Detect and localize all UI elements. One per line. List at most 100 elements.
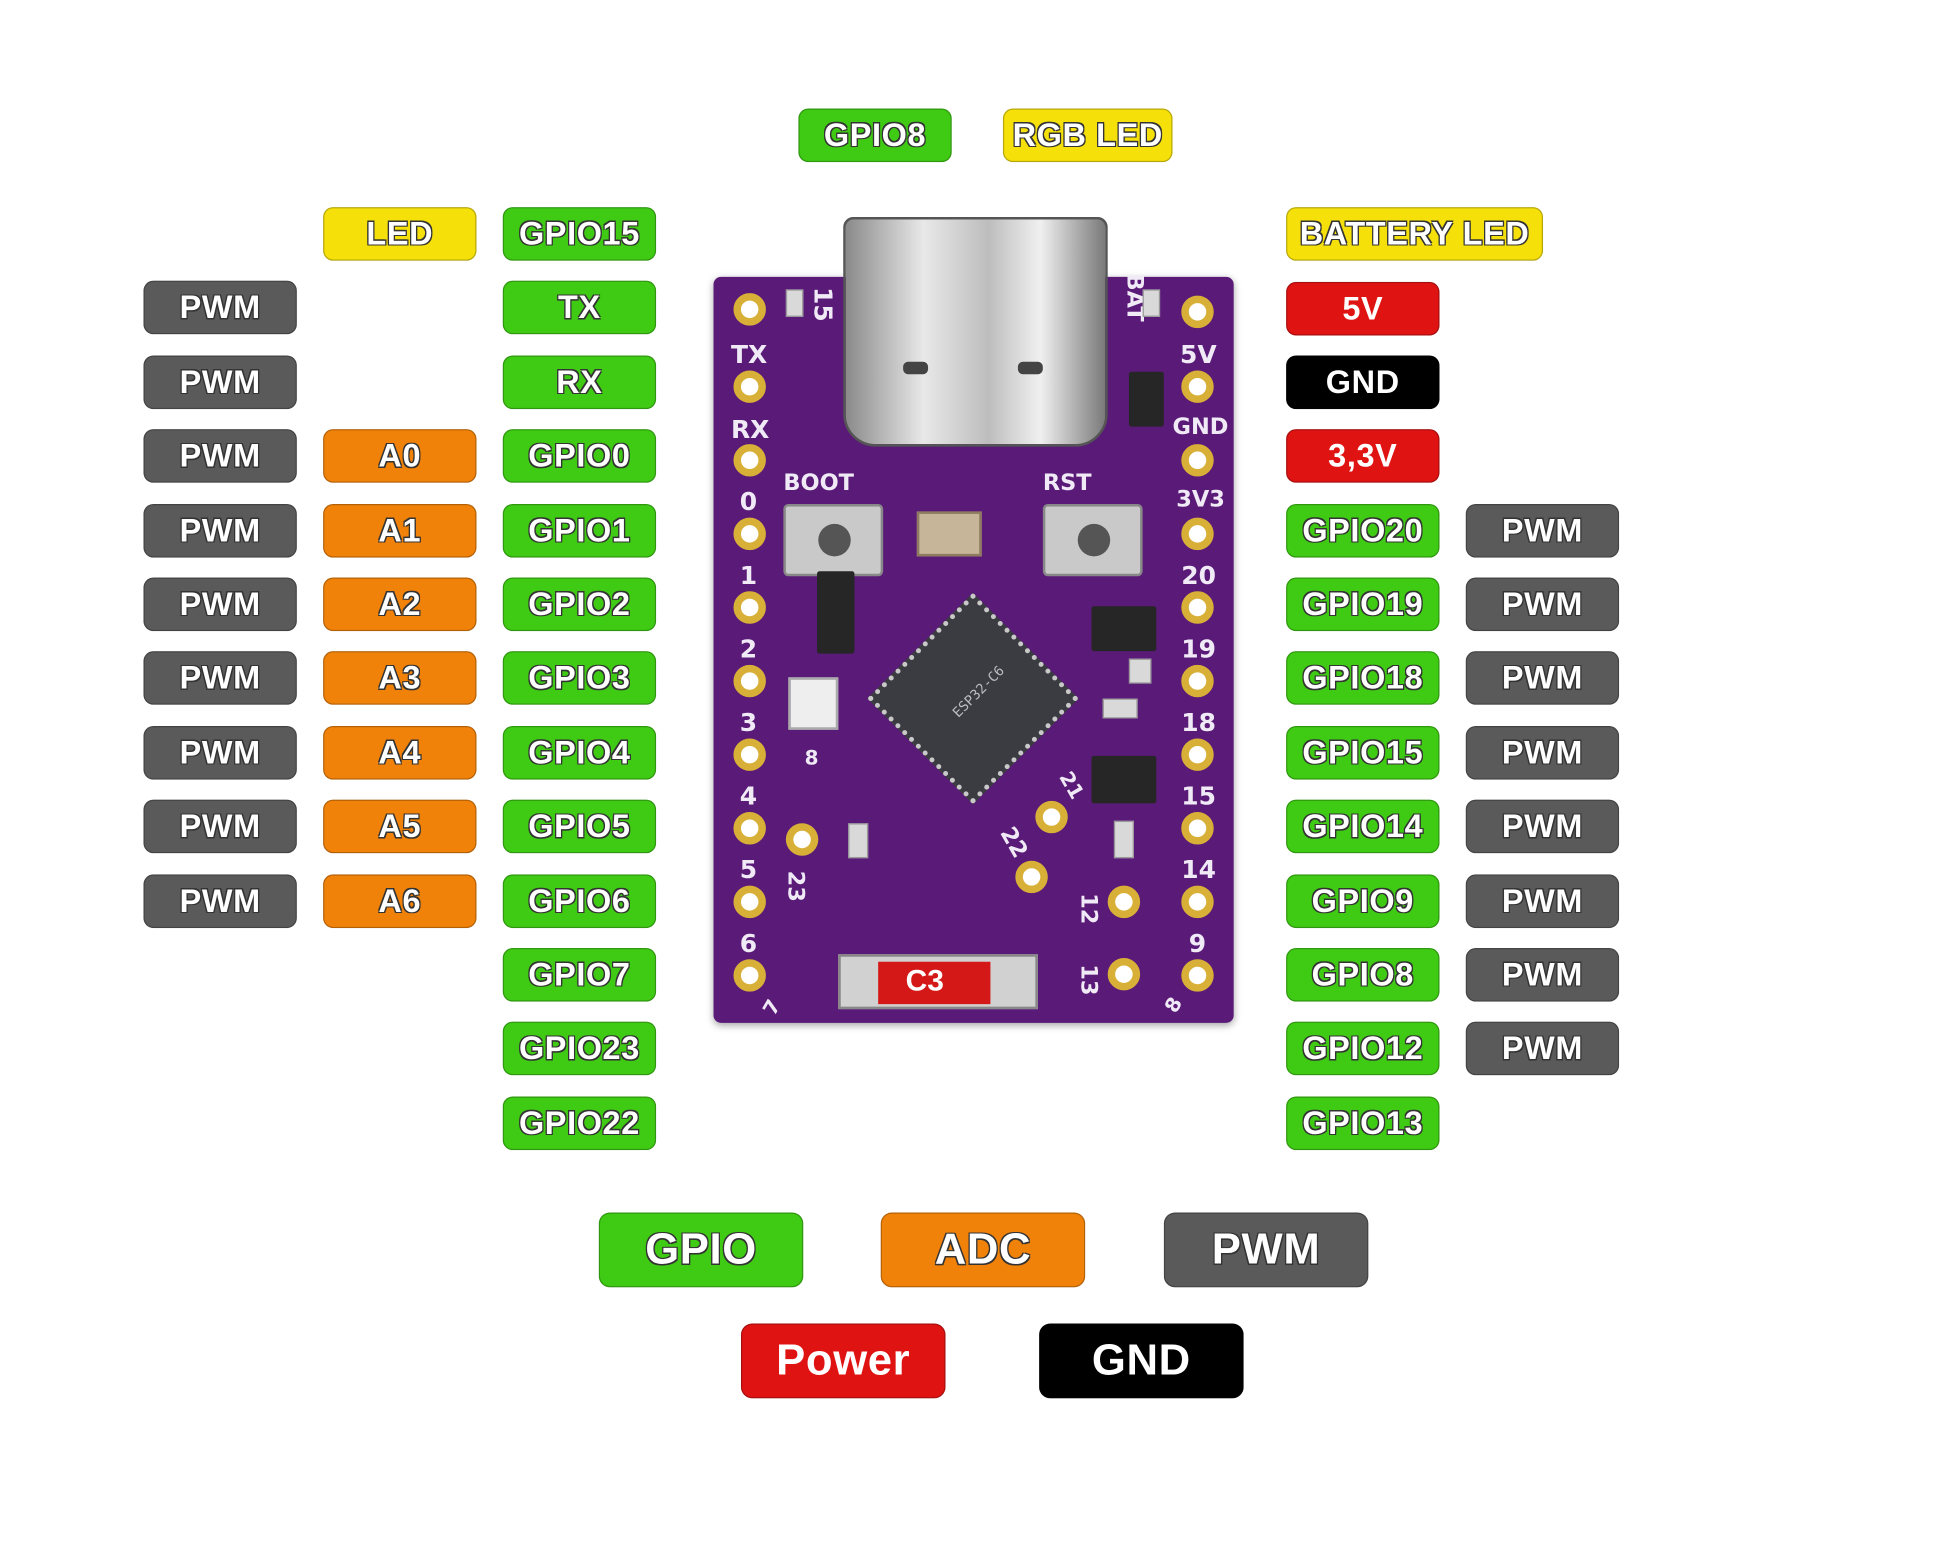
smd-part [848, 823, 869, 859]
silk-label: 4 [739, 780, 758, 811]
reset-button [1042, 503, 1143, 577]
c3-text: C3 [905, 964, 944, 998]
pin-pad [733, 591, 766, 624]
label-gpio-left: GPIO2 [502, 577, 657, 632]
label-pwm-left: PWM [143, 651, 297, 705]
label-pwm-right: PWM [1465, 503, 1620, 558]
label-pwm-left: PWM [143, 725, 297, 780]
c3-label-sticker: C3 [838, 954, 1038, 1010]
silk-label: 1 [739, 560, 758, 591]
silk-label: RX [730, 414, 770, 445]
pin-pad [733, 812, 766, 845]
pin-pad [1107, 885, 1141, 919]
silk-label: GND [1172, 414, 1229, 441]
pin-pad [1181, 885, 1214, 919]
label-gnd: GND [1286, 355, 1440, 410]
pin-pad [733, 293, 766, 326]
label-adc: A4 [323, 725, 477, 780]
silk-label: RST [1042, 470, 1092, 497]
label-led: LED [323, 207, 477, 261]
pin-pad [1181, 370, 1214, 403]
silk-label: 18 [1181, 707, 1217, 738]
label-pwm-left: PWM [143, 280, 297, 335]
pin-pad [1181, 812, 1214, 845]
silk-label: 3V3 [1176, 486, 1225, 513]
pin-pad [733, 444, 766, 477]
silk-label: 9 [1188, 928, 1207, 959]
label-pwm-right: PWM [1465, 651, 1620, 705]
label-3v3: 3,3V [1286, 429, 1440, 483]
boot-button [783, 503, 884, 577]
silk-label: 2 [739, 633, 758, 664]
label-adc: A6 [323, 874, 477, 929]
label-pwm-left: PWM [143, 577, 297, 632]
label-pwm-right: PWM [1465, 874, 1620, 929]
pin-pad [733, 664, 766, 698]
silk-label: TX [730, 339, 768, 370]
label-battery-led: BATTERY LED [1286, 207, 1544, 261]
label-gpio-left: GPIO6 [502, 874, 657, 929]
usb-c-connector [843, 217, 1108, 447]
pin-pad [1181, 517, 1214, 551]
pin-pad [1015, 860, 1048, 894]
legend-pwm: PWM [1163, 1212, 1369, 1288]
silk-label: 8 [804, 745, 819, 770]
silk-label: 13 [1075, 964, 1102, 996]
pin-pad [1181, 664, 1214, 698]
label-gpio-left: GPIO5 [502, 799, 657, 854]
pin-pad [1107, 958, 1141, 991]
silk-label: 6 [739, 928, 758, 959]
label-adc: A2 [323, 577, 477, 632]
label-gpio-right: GPIO14 [1286, 799, 1440, 854]
legend-gnd: GND [1039, 1323, 1244, 1399]
silk-label: 0 [739, 486, 758, 517]
label-rgb-led: RGB LED [1002, 108, 1173, 163]
label-gpio-left: GPIO0 [502, 429, 657, 483]
pin-pad [1181, 591, 1214, 624]
label-gpio-right: GPIO18 [1286, 651, 1440, 705]
label-gpio-right: GPIO13 [1286, 1096, 1440, 1151]
crystal [916, 511, 982, 557]
legend-power: Power [740, 1323, 946, 1399]
ic [817, 571, 855, 654]
pin-pad [785, 823, 819, 856]
silk-label: 15 [808, 286, 839, 322]
label-gpio-right: GPIO12 [1286, 1021, 1440, 1076]
pin-pad [1181, 959, 1214, 992]
label-adc: A0 [323, 429, 477, 483]
label-adc: A3 [323, 651, 477, 705]
silk-label: 3 [739, 707, 758, 738]
silk-label: 20 [1181, 560, 1217, 591]
label-gpio-right: GPIO8 [1286, 948, 1440, 1002]
smd-part [1142, 289, 1161, 317]
pin-pad [1181, 295, 1214, 329]
label-adc: A5 [323, 799, 477, 854]
pin-pad [733, 959, 766, 992]
label-adc: A1 [323, 503, 477, 558]
label-gpio-right: GPIO19 [1286, 577, 1440, 632]
rgb-led [788, 677, 839, 730]
label-pwm-left: PWM [143, 503, 297, 558]
legend-gpio: GPIO [598, 1212, 804, 1288]
silk-label: 23 [782, 870, 809, 902]
ic [1091, 755, 1157, 804]
label-pwm-right: PWM [1465, 725, 1620, 780]
label-gpio-left: TX [502, 280, 657, 335]
label-gpio-right: GPIO15 [1286, 725, 1440, 780]
smd-part [1113, 820, 1134, 859]
pin-pad [733, 370, 766, 403]
label-gpio-left: GPIO3 [502, 651, 657, 705]
label-pwm-right: PWM [1465, 799, 1620, 854]
label-pwm-left: PWM [143, 874, 297, 929]
pin-pad [1181, 444, 1214, 477]
smd-part [1128, 658, 1152, 684]
label-pwm-left: PWM [143, 429, 297, 483]
pin-pad [1035, 800, 1068, 834]
pin-pad [733, 885, 766, 919]
label-gpio-right: GPIO20 [1286, 503, 1440, 558]
label-gpio-left: RX [502, 355, 657, 410]
label-pwm-right: PWM [1465, 577, 1620, 632]
pin-pad [733, 517, 766, 551]
label-gpio-left: GPIO23 [502, 1021, 657, 1076]
